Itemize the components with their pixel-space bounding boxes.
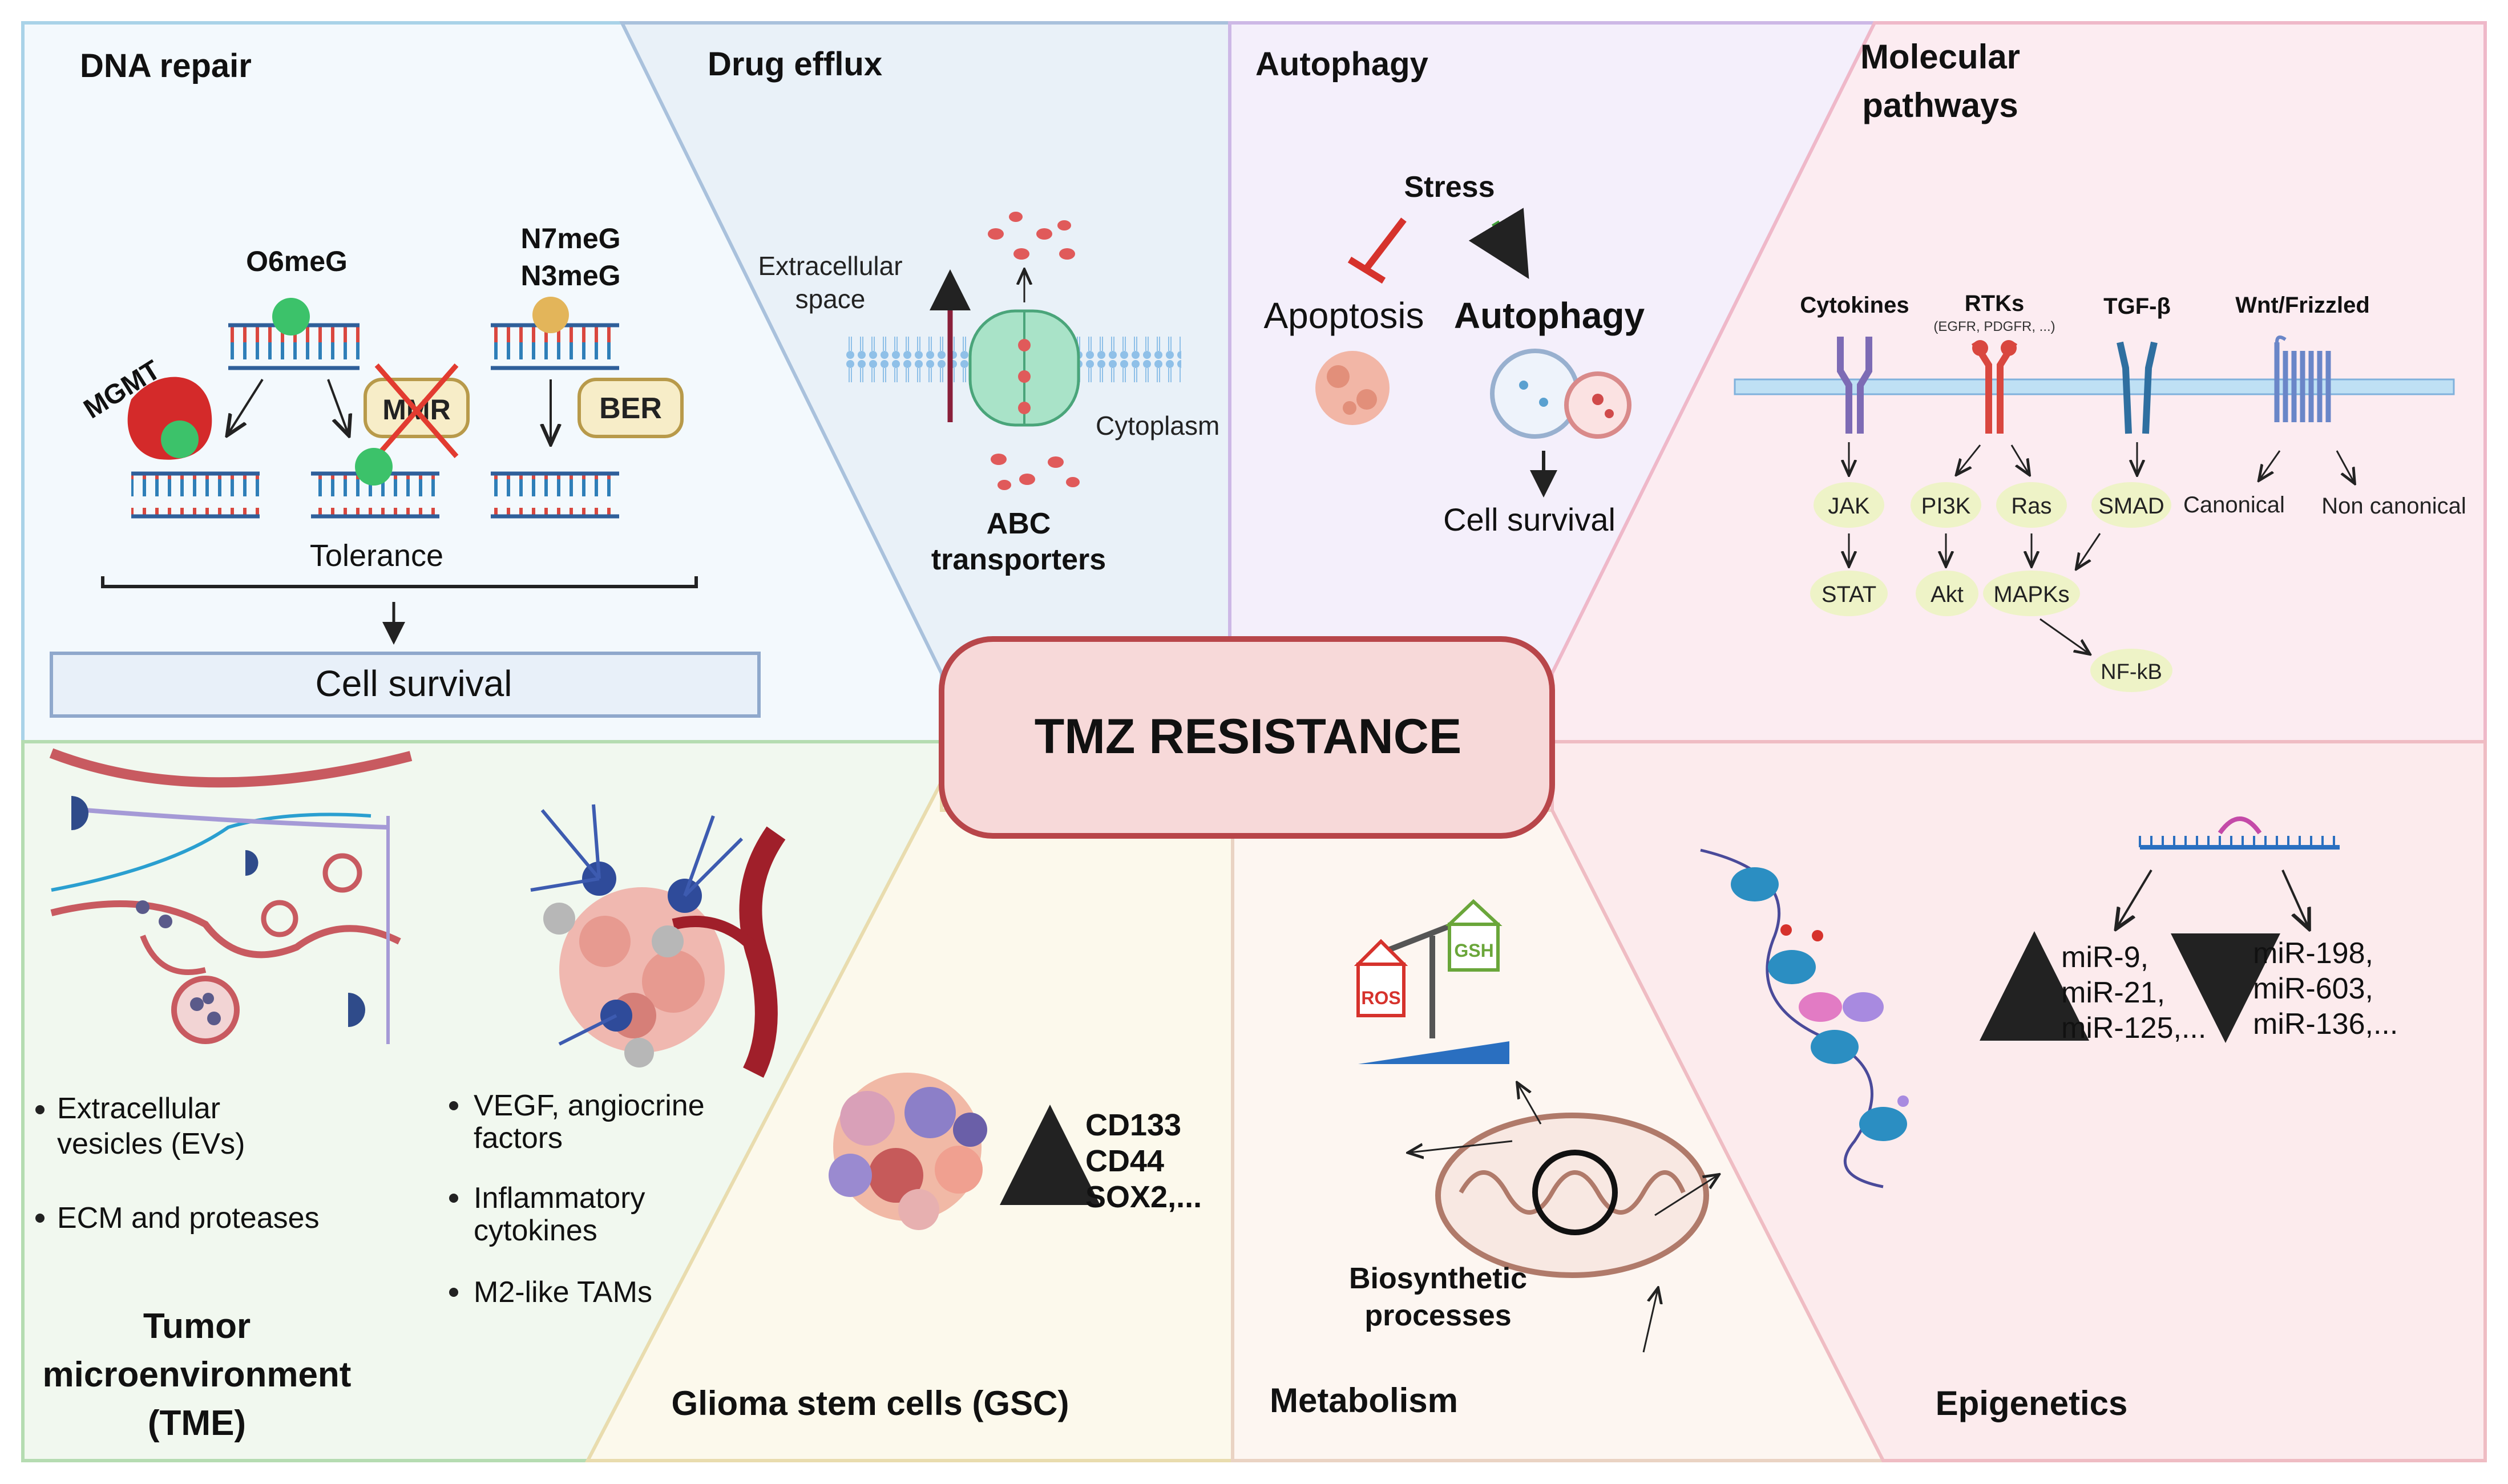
tgfb-label: TGF-β [2103,294,2171,319]
pathway-membrane [1734,378,2455,395]
mir-down-3: miR-136,... [2253,1008,2398,1041]
tumor-vessel-illustration [530,804,786,1078]
ros-label: ROS [1361,988,1400,1008]
biosynthetic-label-2: processes [1364,1299,1511,1332]
stress-label: Stress [1404,171,1495,204]
o6meg-label: O6meG [246,245,348,277]
epigenetics-section: miR-9, miR-21, miR-125,... miR-198, miR-… [1700,816,2398,1422]
mir-down-1: miR-198, [2253,937,2373,970]
dna-repair-section: DNA repair O6meG N7meG N3meG MGMT MMR BE… [50,47,761,718]
tolerance-bracket [101,576,698,588]
drug-molecules [988,212,1080,490]
mir-down-2: miR-603, [2253,972,2373,1005]
rtks-sub-label: (EGFR, PDGFR, ...) [1933,319,2055,334]
ber-label: BER [599,392,662,425]
autophagy-section: Autophagy Stress Apoptosis Autophagy Cel… [1255,46,1645,537]
tme-bullet-3b: factors [474,1122,563,1155]
nfkb-label: NF-kB [2101,660,2162,684]
extracellular-label-1: Extracellular [758,251,902,281]
tme-title-3: (TME) [148,1404,246,1443]
abc-label-1: ABC [987,507,1051,540]
smad-label: SMAD [2098,494,2164,519]
tme-bullet-2: ECM and proteases [57,1202,320,1235]
apoptosis-label: Apoptosis [1263,295,1424,336]
center-box: TMZ RESISTANCE [939,636,1555,839]
cell-survival-label: Cell survival [316,663,512,704]
tgfb-receptor-icon [2117,341,2158,434]
n7meg-adduct [532,297,569,333]
rtks-label: RTKs [1965,291,2024,316]
gsc-marker-1: CD133 [1085,1108,1181,1142]
drug-efflux-title: Drug efflux [708,46,882,83]
molecular-title-2: pathways [1862,86,2018,124]
stat-label: STAT [1822,582,1876,607]
apoptotic-cell [1315,351,1390,425]
autophagy-title: Autophagy [1255,46,1428,83]
jak-label: JAK [1828,494,1870,519]
pi3k-label: PI3K [1921,494,1971,519]
n3meg-label: N3meG [520,260,620,292]
mir-up-1: miR-9, [2061,941,2148,974]
tme-bullet-5: M2-like TAMs [474,1276,652,1309]
ecm-illustration [49,748,413,1044]
frizzled-receptor-icon [2274,335,2331,422]
drug-efflux-section: Drug efflux Extracellular space Cytoplas… [708,46,1219,576]
metabolism-section: ROS GSH Biosynthetic processes Metabolis… [1270,899,1718,1420]
gsh-label: GSH [1454,940,1493,961]
cytoplasm-label: Cytoplasm [1096,411,1219,440]
biosynthetic-label-1: Biosynthetic [1349,1262,1527,1295]
tolerance-label: Tolerance [310,539,443,573]
canonical-label: Canonical [2183,492,2285,517]
dna-repair-title: DNA repair [80,47,252,84]
extracellular-label-2: space [795,284,866,314]
tmz-resistance-title: TMZ RESISTANCE [1035,709,1462,764]
o6meg-adduct [272,298,310,335]
gsc-section: CD133 CD44 SOX2,... Glioma stem cells (G… [672,1073,1202,1422]
mitochondrion-icon [1435,1113,1709,1278]
mirna-icon [2139,816,2340,850]
mir-up-3: miR-125,... [2061,1012,2206,1045]
inhibit-line [1364,217,1407,270]
metabolism-title: Metabolism [1270,1381,1458,1420]
redox-balance-icon: ROS GSH [1354,899,1509,1064]
epigenetics-title: Epigenetics [1936,1384,2128,1422]
autophagy-label: Autophagy [1454,295,1645,336]
ras-label: Ras [2011,494,2051,519]
abc-label-2: transporters [931,543,1106,576]
mir-up-2: miR-21, [2061,976,2165,1009]
gsc-marker-3: SOX2,... [1085,1180,1202,1214]
tme-bullet-4a: Inflammatory [474,1182,645,1215]
mapks-label: MAPKs [1993,582,2069,607]
autophagy-cell-survival: Cell survival [1443,502,1616,537]
tmz-resistance-box [939,636,1555,839]
autophagosome [1490,349,1631,439]
tme-bullet-1a: Extracellular [57,1092,220,1125]
activate-arrow [1468,208,1529,280]
tme-title-2: microenvironment [43,1355,352,1394]
ber-box [577,378,684,438]
molecular-section: Molecular pathways Cytokines RTKs (EGFR,… [1734,38,2466,692]
n7meg-label: N7meG [520,223,620,254]
molecular-title-1: Molecular [1860,38,2020,76]
cytokines-label: Cytokines [1800,293,1909,318]
tme-bullet-4b: cytokines [474,1214,597,1247]
tme-title-1: Tumor [143,1307,251,1346]
gsc-cluster-illustration [829,1073,987,1230]
non-canonical-label: Non canonical [2321,494,2466,519]
tme-bullet-1b: vesicles (EVs) [57,1127,245,1160]
tme-section: Extracellular vesicles (EVs) ECM and pro… [35,748,786,1443]
mmr-cross-2 [374,363,459,458]
mgmt-bound-adduct [161,420,199,458]
cytokine-receptor-icon [1837,337,1872,434]
gsc-title: Glioma stem cells (GSC) [672,1384,1069,1422]
rtk-receptor-icon [1971,340,2018,434]
chromatin-illustration [1700,848,1909,1188]
tme-bullet-3a: VEGF, angiocrine [474,1089,705,1122]
wnt-label: Wnt/Frizzled [2235,293,2370,318]
gsc-marker-2: CD44 [1085,1144,1164,1178]
akt-label: Akt [1931,582,1964,607]
cell-survival-box [50,652,761,718]
